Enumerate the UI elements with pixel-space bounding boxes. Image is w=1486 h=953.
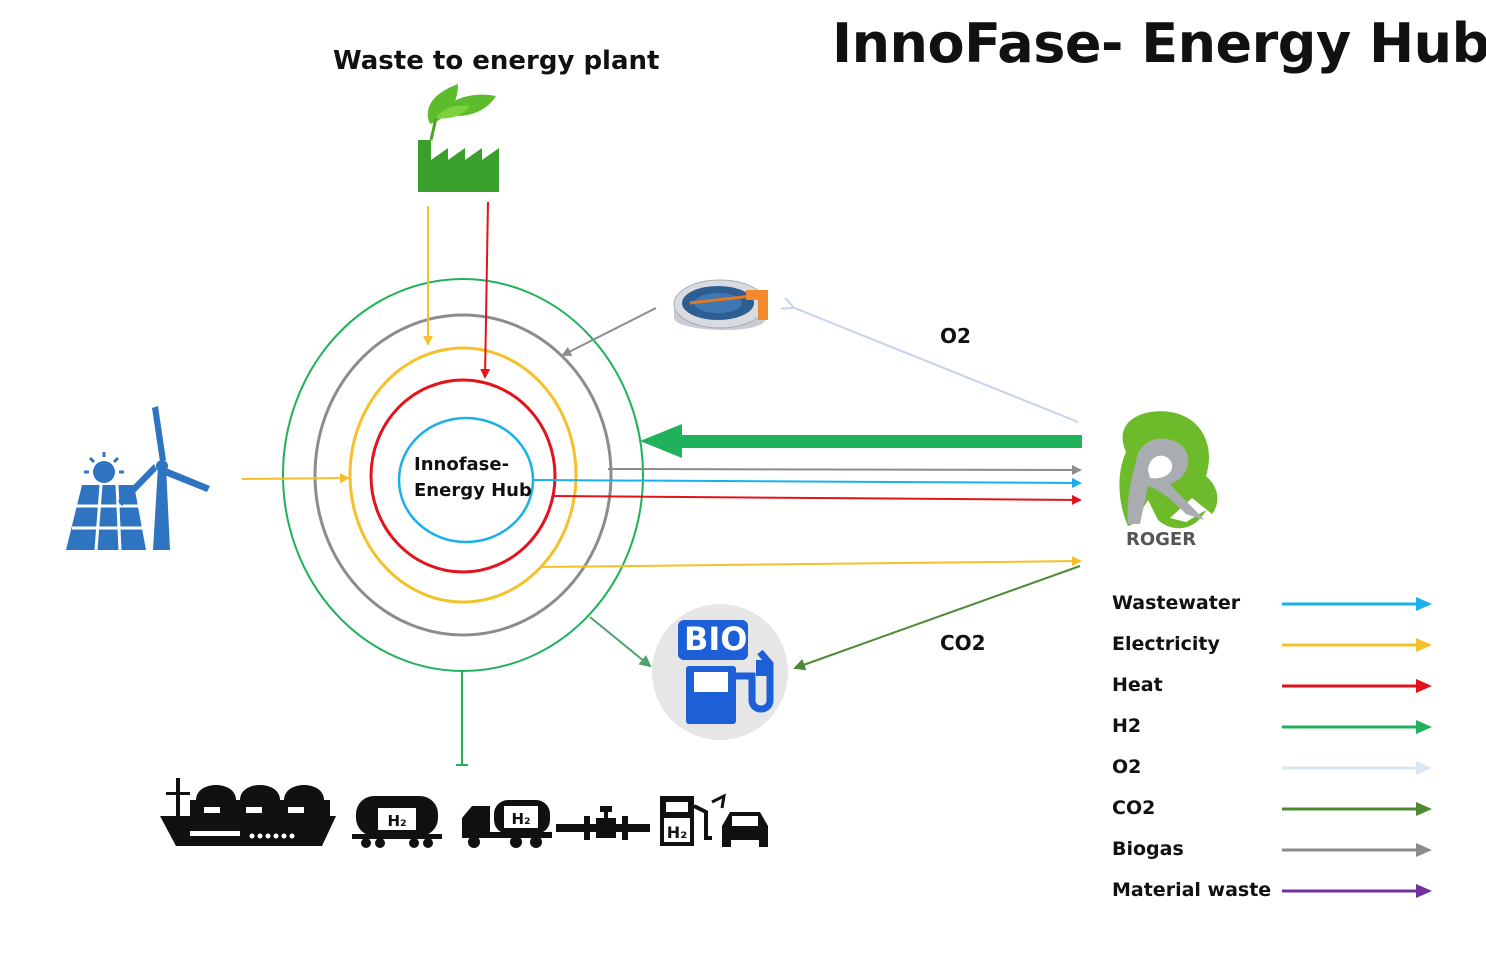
hub-rings (282, 278, 644, 672)
legend-arrow-icon (1282, 802, 1432, 816)
co2-flow-label: CO2 (940, 631, 986, 655)
page-title: InnoFase- Energy Hub (832, 12, 1486, 75)
legend-arrow-icon (1282, 843, 1432, 857)
digester-biogas-flow (561, 307, 657, 356)
legend-item-material-waste: Material waste (1112, 877, 1442, 907)
o2-flow-label: O2 (940, 324, 971, 348)
legend-arrow-icon (1282, 720, 1432, 734)
svg-text:H₂: H₂ (387, 812, 406, 830)
heat-ring (369, 378, 557, 574)
hub-hydrogen-uses-flow (456, 672, 468, 766)
legend-arrow-icon (1282, 884, 1432, 898)
legend-arrow-icon (1282, 761, 1432, 775)
legend-item-heat: Heat (1112, 672, 1442, 702)
hub-heat-flow (552, 494, 1082, 505)
bio-fuel-pump-icon (652, 604, 788, 740)
legend-label: H2 (1112, 715, 1142, 737)
hydrogen-station-icon: H₂ (660, 793, 726, 846)
legend-label: CO2 (1112, 797, 1156, 819)
legend-label: Electricity (1112, 633, 1220, 655)
legend-label: Heat (1112, 674, 1163, 696)
o2-flow (792, 307, 1079, 423)
svg-text:H₂: H₂ (511, 810, 530, 828)
legend-item-o2: O2 (1112, 754, 1442, 784)
hub-bio-flow (589, 616, 652, 668)
legend-arrow-icon (1282, 679, 1432, 693)
biogas-ring (313, 313, 613, 637)
h2-ring (282, 278, 644, 672)
legend-item-electricity: Electricity (1112, 631, 1442, 661)
electricity-ring (348, 346, 578, 604)
hydrogen-pipeline-icon (556, 806, 650, 840)
co2-flow (793, 565, 1081, 671)
hydrogen-tank-wagon-icon: H₂ (352, 796, 442, 848)
legend-item-biogas: Biogas (1112, 836, 1442, 866)
h2-main-flow (640, 424, 1082, 458)
roger-logo-icon (1119, 411, 1218, 529)
legend-label: Wastewater (1112, 592, 1241, 614)
hub-biogas-flow (607, 464, 1082, 475)
legend-item-h2: H2 (1112, 713, 1442, 743)
legend-label: O2 (1112, 756, 1142, 778)
hub-wastewater-flow (532, 477, 1082, 488)
svg-text:H₂: H₂ (667, 823, 687, 842)
waste-plant-label: Waste to energy plant (333, 46, 660, 76)
hub-label: Innofase- Energy Hub (414, 454, 532, 501)
plant-heat-flow (480, 201, 491, 379)
legend-item-wastewater: Wastewater (1112, 590, 1442, 620)
digester-icon (673, 279, 768, 331)
renewables-electricity-flow (241, 473, 350, 484)
legend-label: Biogas (1112, 838, 1184, 860)
legend-arrow-icon (1282, 638, 1432, 652)
hub-electricity-flow (540, 556, 1082, 568)
hydrogen-car-icon (722, 812, 768, 847)
hydrogen-truck-icon: H₂ (462, 800, 552, 848)
legend-arrow-icon (1282, 597, 1432, 611)
solar-wind-icon (66, 406, 210, 551)
legend-label: Material waste (1112, 879, 1272, 901)
bio-label: BIO (684, 620, 748, 658)
hydrogen-ship-icon (160, 778, 336, 846)
roger-label: ROGER (1126, 529, 1197, 550)
legend-item-co2: CO2 (1112, 795, 1442, 825)
factory-leaf-icon (418, 84, 499, 192)
